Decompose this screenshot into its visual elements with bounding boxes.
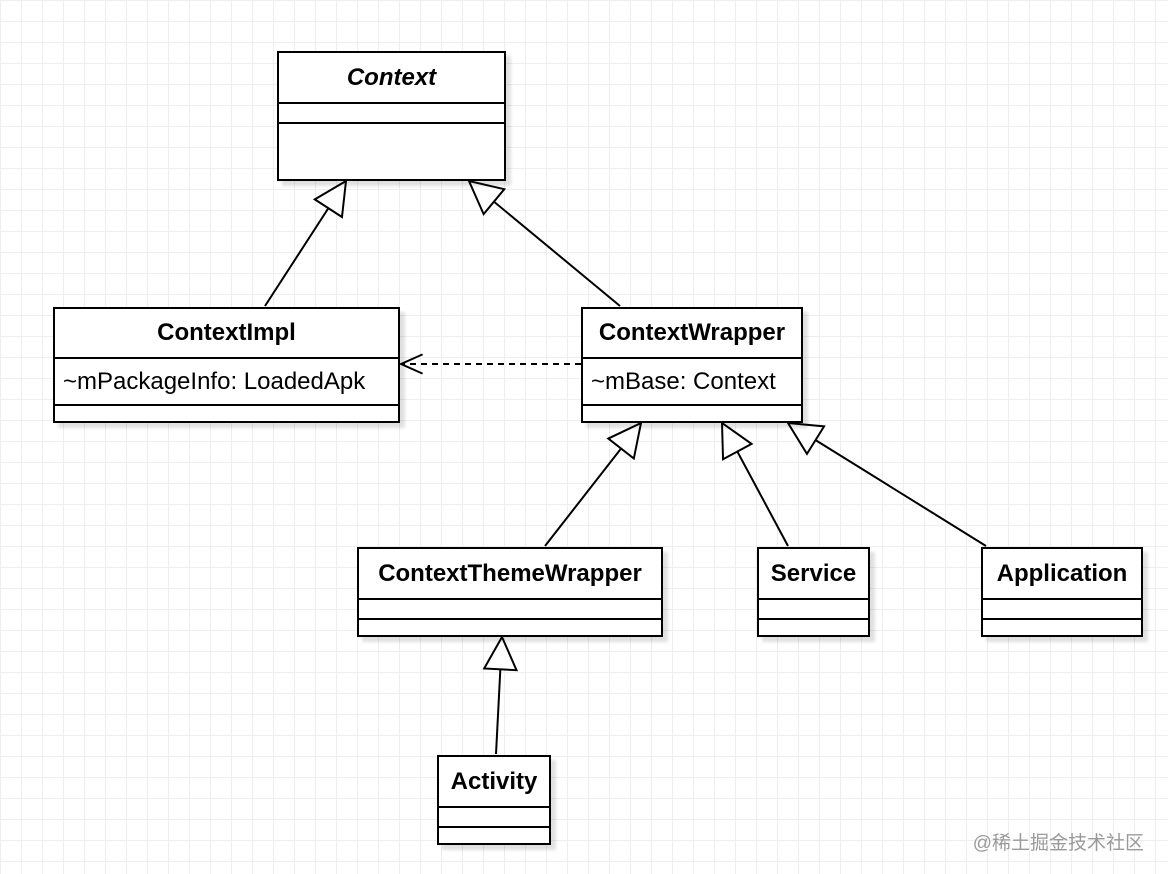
methods-section bbox=[279, 124, 504, 179]
methods-section bbox=[983, 620, 1141, 635]
contextimpl-to-context-generalization bbox=[264, 181, 346, 307]
methods-section bbox=[759, 620, 868, 635]
contextwrapper-to-context-generalization bbox=[469, 181, 621, 307]
class-name: ContextImpl bbox=[55, 309, 398, 359]
class-name: ContextThemeWrapper bbox=[359, 549, 661, 600]
class-contextthemewrapper[interactable]: ContextThemeWrapper bbox=[357, 547, 663, 637]
class-name: Activity bbox=[439, 757, 549, 808]
class-name: Service bbox=[759, 549, 868, 600]
activity-to-contextthemewrapper-generalization bbox=[496, 637, 502, 755]
methods-section bbox=[583, 406, 801, 421]
class-name: ContextWrapper bbox=[583, 309, 801, 359]
class-name: Context bbox=[279, 53, 504, 104]
attributes-section bbox=[983, 600, 1141, 620]
attribute-mbase: ~mBase: Context bbox=[583, 359, 801, 406]
class-context[interactable]: Context bbox=[277, 51, 506, 181]
attributes-section bbox=[359, 600, 661, 620]
methods-section bbox=[359, 620, 661, 635]
application-to-contextwrapper-generalization bbox=[788, 423, 987, 547]
attribute-mpackageinfo: ~mPackageInfo: LoadedApk bbox=[55, 359, 398, 406]
class-service[interactable]: Service bbox=[757, 547, 870, 637]
attributes-section bbox=[439, 808, 549, 828]
class-contextimpl[interactable]: ContextImpl ~mPackageInfo: LoadedApk bbox=[53, 307, 400, 423]
contextthemewrapper-to-contextwrapper-generalization bbox=[544, 423, 641, 547]
class-contextwrapper[interactable]: ContextWrapper ~mBase: Context bbox=[581, 307, 803, 423]
watermark: @稀土掘金技术社区 bbox=[972, 833, 1144, 854]
methods-section bbox=[439, 828, 549, 843]
class-name: Application bbox=[983, 549, 1141, 600]
service-to-contextwrapper-generalization bbox=[722, 423, 789, 547]
class-activity[interactable]: Activity bbox=[437, 755, 551, 845]
attributes-section bbox=[759, 600, 868, 620]
attributes-section bbox=[279, 104, 504, 124]
class-application[interactable]: Application bbox=[981, 547, 1143, 637]
methods-section bbox=[55, 406, 398, 421]
